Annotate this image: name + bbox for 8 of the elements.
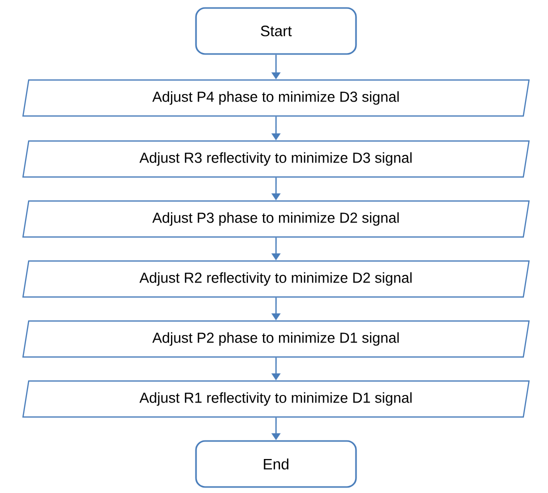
terminal-box: End — [195, 440, 357, 488]
process-parallelogram: Adjust P3 phase to minimize D2 signal — [22, 200, 530, 238]
process-parallelogram: Adjust R2 reflectivity to minimize D2 signal — [22, 260, 530, 298]
process-parallelogram: Adjust R3 reflectivity to minimize D3 signal — [22, 140, 530, 178]
process-parallelogram: Adjust P2 phase to minimize D1 signal — [22, 320, 530, 358]
terminal-box: Start — [195, 7, 357, 55]
process-parallelogram: Adjust R1 reflectivity to minimize D1 signal — [22, 380, 530, 418]
process-parallelogram: Adjust P4 phase to minimize D3 signal — [22, 79, 530, 117]
